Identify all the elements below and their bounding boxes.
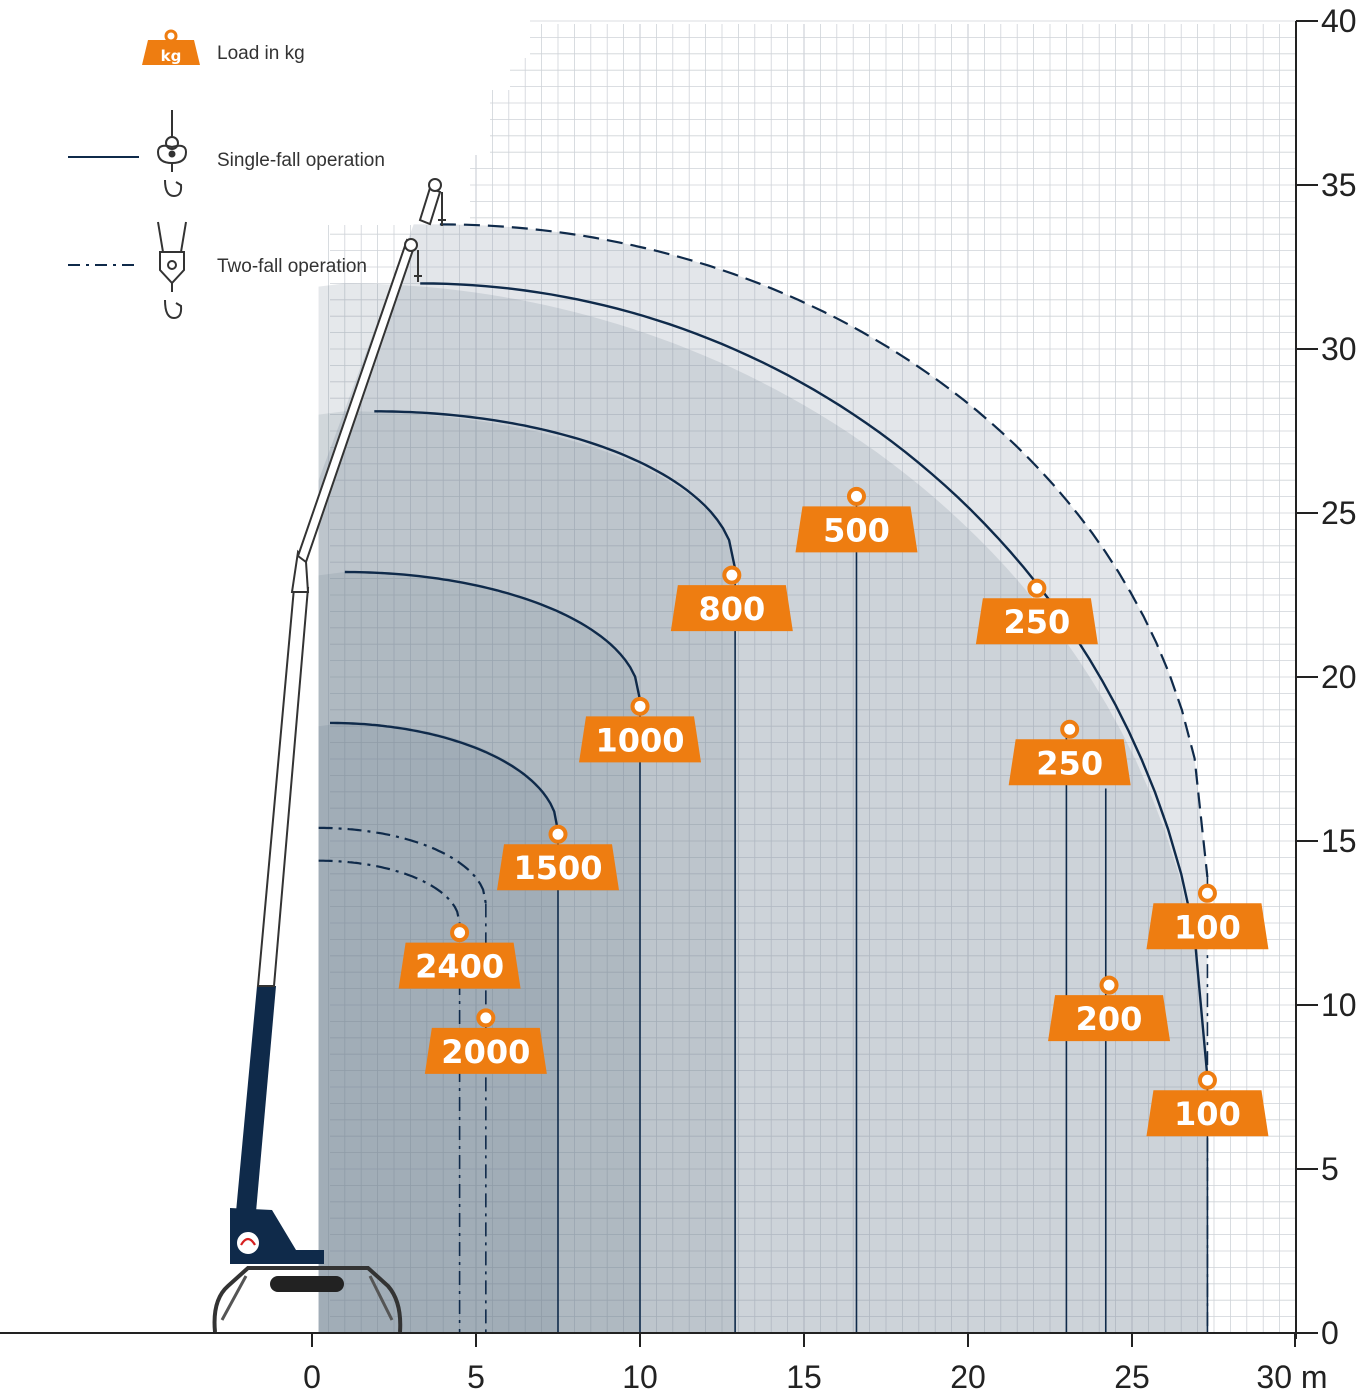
x-tick-label: 10 <box>622 1359 658 1392</box>
load-label-500: 500 <box>795 486 918 553</box>
single-fall-hook-icon <box>156 110 188 198</box>
y-axis: 0 5 10 15 20 25 30 35 40 0 5 10 15 20 25 <box>0 3 1357 1392</box>
load-label-100: 100 <box>1146 883 1269 950</box>
y-tick-label: 40 <box>1321 3 1357 39</box>
crane-boom-section-1 <box>256 587 310 987</box>
load-label-250: 250 <box>975 578 1098 645</box>
legend-load-label: Load in kg <box>217 43 305 64</box>
y-tick-label: 5 <box>1321 1151 1339 1187</box>
load-value: 500 <box>823 511 890 549</box>
curve-2000 <box>318 826 487 904</box>
two-fall-hook-icon <box>157 221 187 320</box>
load-value: 2000 <box>441 1033 530 1071</box>
load-label-200: 200 <box>1048 975 1171 1042</box>
load-value: 2400 <box>415 948 504 986</box>
load-value: 1500 <box>513 849 602 887</box>
y-tick-label: 25 <box>1321 495 1357 531</box>
weight-body <box>795 506 918 553</box>
load-value: 250 <box>1036 744 1103 782</box>
legend-single-fall-label: Single-fall operation <box>217 150 385 171</box>
crane-boom-base <box>236 986 276 1212</box>
legend-two-fall-label: Two-fall operation <box>217 256 367 277</box>
grid <box>327 20 1296 1333</box>
weight-body <box>398 942 521 989</box>
crane-outriggers <box>212 1266 403 1333</box>
weight-body <box>424 1027 547 1074</box>
brand-logo-icon <box>235 1230 261 1256</box>
y-tick-label: 0 <box>1321 1315 1339 1351</box>
load-label-1000: 1000 <box>579 696 701 763</box>
load-value: 800 <box>698 590 765 628</box>
weight-ring-icon <box>1060 719 1080 739</box>
crane-track <box>270 1276 344 1292</box>
load-label-800: 800 <box>670 565 793 632</box>
weight-body <box>975 598 1098 645</box>
x-tick-label: 15 <box>786 1359 822 1392</box>
x-tick-label: 20 <box>950 1359 986 1392</box>
weight-body <box>497 844 619 891</box>
weight-ring-icon <box>476 1008 496 1028</box>
load-label-1500: 1500 <box>497 824 619 891</box>
weight-icon-text: kg <box>161 47 182 65</box>
load-label-250: 250 <box>1008 719 1131 786</box>
y-tick-label: 30 <box>1321 331 1357 367</box>
jib-hook-icon <box>438 192 446 226</box>
load-value: 200 <box>1076 1000 1143 1038</box>
weight-ring-icon <box>722 565 742 585</box>
curve-2400 <box>318 859 461 924</box>
y-tick-label: 15 <box>1321 823 1357 859</box>
brand-logo-mark <box>240 1237 256 1246</box>
x-tick-label: 25 <box>1114 1359 1150 1392</box>
load-label-2400: 2400 <box>398 923 521 989</box>
crane-illustration <box>212 178 446 1333</box>
crane-jib <box>418 186 442 226</box>
weight-ring-icon <box>1027 578 1047 598</box>
weight-body <box>1008 739 1131 786</box>
boom-sheave-icon <box>404 238 418 252</box>
weight-body <box>1146 903 1269 950</box>
load-value: 250 <box>1003 603 1070 641</box>
jib-sheave-icon <box>428 178 442 192</box>
curve-1500 <box>330 721 560 832</box>
y-tick-label: 20 <box>1321 659 1357 695</box>
curve-800 <box>374 410 737 570</box>
weight-ring-icon <box>846 486 866 506</box>
weight-ring-icon <box>450 923 470 943</box>
weight-ring-icon <box>1099 975 1119 995</box>
load-labels: 500 800 250 1000 250 1500 100 2400 200 2000 100 <box>398 486 1269 1137</box>
weight-ring-icon <box>1197 1070 1217 1090</box>
weight-ring-icon <box>548 824 568 844</box>
x-tick-label: 5 <box>467 1359 485 1392</box>
curve-1000 <box>344 570 642 701</box>
y-tick-label: 35 <box>1321 167 1357 203</box>
legend-weight-icon: kg <box>142 29 200 65</box>
load-label-100: 100 <box>1146 1070 1269 1137</box>
load-label-2000: 2000 <box>424 1008 547 1074</box>
x-tick-label: 0 <box>303 1359 321 1392</box>
y-tick-label: 10 <box>1321 987 1357 1023</box>
load-value: 100 <box>1174 908 1241 946</box>
curve-two-fall-outer <box>439 223 1209 878</box>
weight-ring-icon <box>630 696 650 716</box>
weight-body <box>1146 1090 1269 1137</box>
boom-hook-icon <box>414 250 422 282</box>
weight-body <box>579 716 701 763</box>
load-value: 1000 <box>595 721 684 759</box>
weight-body <box>1048 995 1171 1042</box>
crane-legs <box>220 1275 394 1321</box>
weight-ring-icon <box>1197 883 1217 903</box>
x-axis-unit-label: 30 m <box>1256 1359 1327 1392</box>
load-value: 100 <box>1174 1095 1241 1133</box>
legend: kg Load in kg Single-fall operation Two-… <box>68 29 385 320</box>
weight-body <box>670 585 793 632</box>
